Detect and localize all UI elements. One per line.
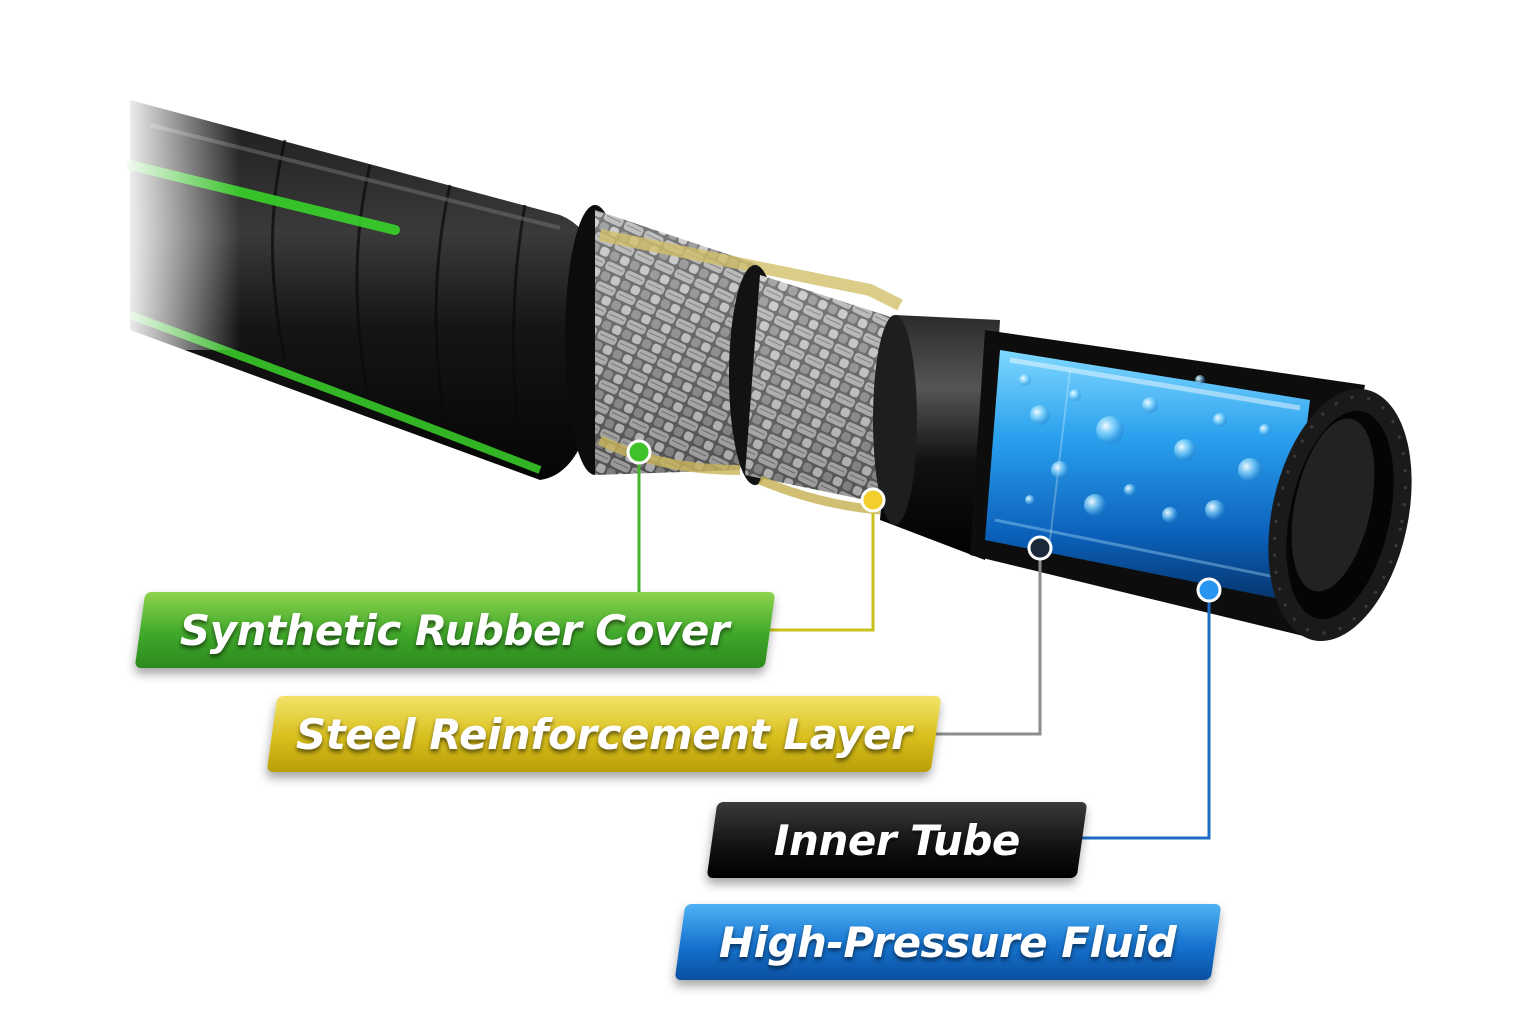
marker-dot-steel	[860, 487, 886, 513]
leader-line-steel	[770, 500, 875, 632]
inner-tube	[970, 330, 1365, 640]
label-inner-tube: Inner Tube	[706, 802, 1088, 878]
marker-dot-fluid	[1196, 577, 1222, 603]
marker-dots	[626, 439, 1222, 603]
inner-rubber-sleeve	[873, 315, 1000, 560]
label-high-pressure-fluid: High-Pressure Fluid	[674, 904, 1222, 980]
leader-line-fluid	[1080, 590, 1211, 840]
marker-dot-inner-tube	[1027, 535, 1053, 561]
fluid-bubbles	[1019, 374, 1271, 523]
label-text-inner-tube: Inner Tube	[774, 815, 1020, 865]
steel-braid-layer-1	[595, 210, 903, 475]
label-text-steel: Steel Reinforcement Layer	[296, 709, 912, 759]
marker-dot-cover	[626, 439, 652, 465]
leader-line-inner-tube	[935, 548, 1042, 736]
rubber-cover	[120, 90, 625, 480]
leader-lines	[637, 452, 1211, 840]
steel-braid-layer-2	[745, 275, 900, 515]
label-text-cover: Synthetic Rubber Cover	[180, 605, 730, 655]
label-steel-reinforcement-layer: Steel Reinforcement Layer	[266, 696, 942, 772]
label-text-fluid: High-Pressure Fluid	[719, 917, 1177, 967]
tube-end	[1268, 389, 1412, 641]
label-synthetic-rubber-cover: Synthetic Rubber Cover	[134, 592, 776, 668]
